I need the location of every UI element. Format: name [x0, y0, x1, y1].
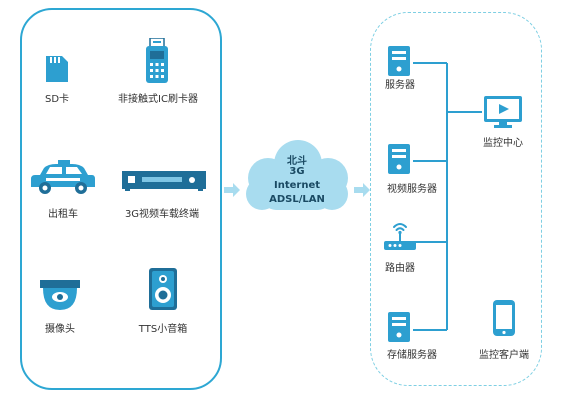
- smartphone-icon: [493, 300, 515, 336]
- router-label: 路由器: [385, 263, 415, 274]
- router-icon: [383, 219, 417, 251]
- monitor-center-label: 监控中心: [483, 138, 523, 149]
- video-server-label: 视频服务器: [387, 184, 437, 195]
- server-icon: [388, 46, 410, 76]
- monitor-icon: [484, 96, 522, 128]
- card-reader-label: 非接触式IC刷卡器: [118, 94, 198, 105]
- network-line-3g: 3G: [289, 166, 305, 177]
- network-line-beidou: 北斗: [287, 156, 307, 167]
- speaker-icon: [149, 268, 177, 310]
- network-line-adsl: ADSL/LAN: [269, 194, 325, 205]
- taxi-icon: [30, 160, 96, 196]
- monitor-client-label: 监控客户端: [479, 350, 529, 361]
- arrow-right-icon: [354, 183, 370, 197]
- server-label: 服务器: [385, 80, 415, 91]
- device-panel: [20, 8, 222, 390]
- storage-server-label: 存储服务器: [387, 350, 437, 361]
- taxi-label: 出租车: [48, 209, 78, 220]
- storage-server-icon: [388, 312, 410, 342]
- vehicle-terminal-label: 3G视频车载终端: [124, 209, 200, 220]
- vehicle-terminal-icon: [122, 171, 206, 191]
- sd-card-label: SD卡: [44, 94, 70, 105]
- card-reader-icon: [145, 38, 169, 84]
- dome-camera-icon: [40, 280, 80, 312]
- camera-label: 摄像头: [45, 324, 75, 335]
- server-panel: [370, 12, 542, 386]
- video-server-icon: [388, 144, 410, 174]
- network-line-internet: Internet: [273, 180, 321, 191]
- arrow-right-icon: [224, 183, 240, 197]
- network-cloud-icon: [240, 138, 354, 218]
- sd-card-icon: [44, 54, 70, 84]
- speaker-label: TTS小音箱: [138, 324, 188, 335]
